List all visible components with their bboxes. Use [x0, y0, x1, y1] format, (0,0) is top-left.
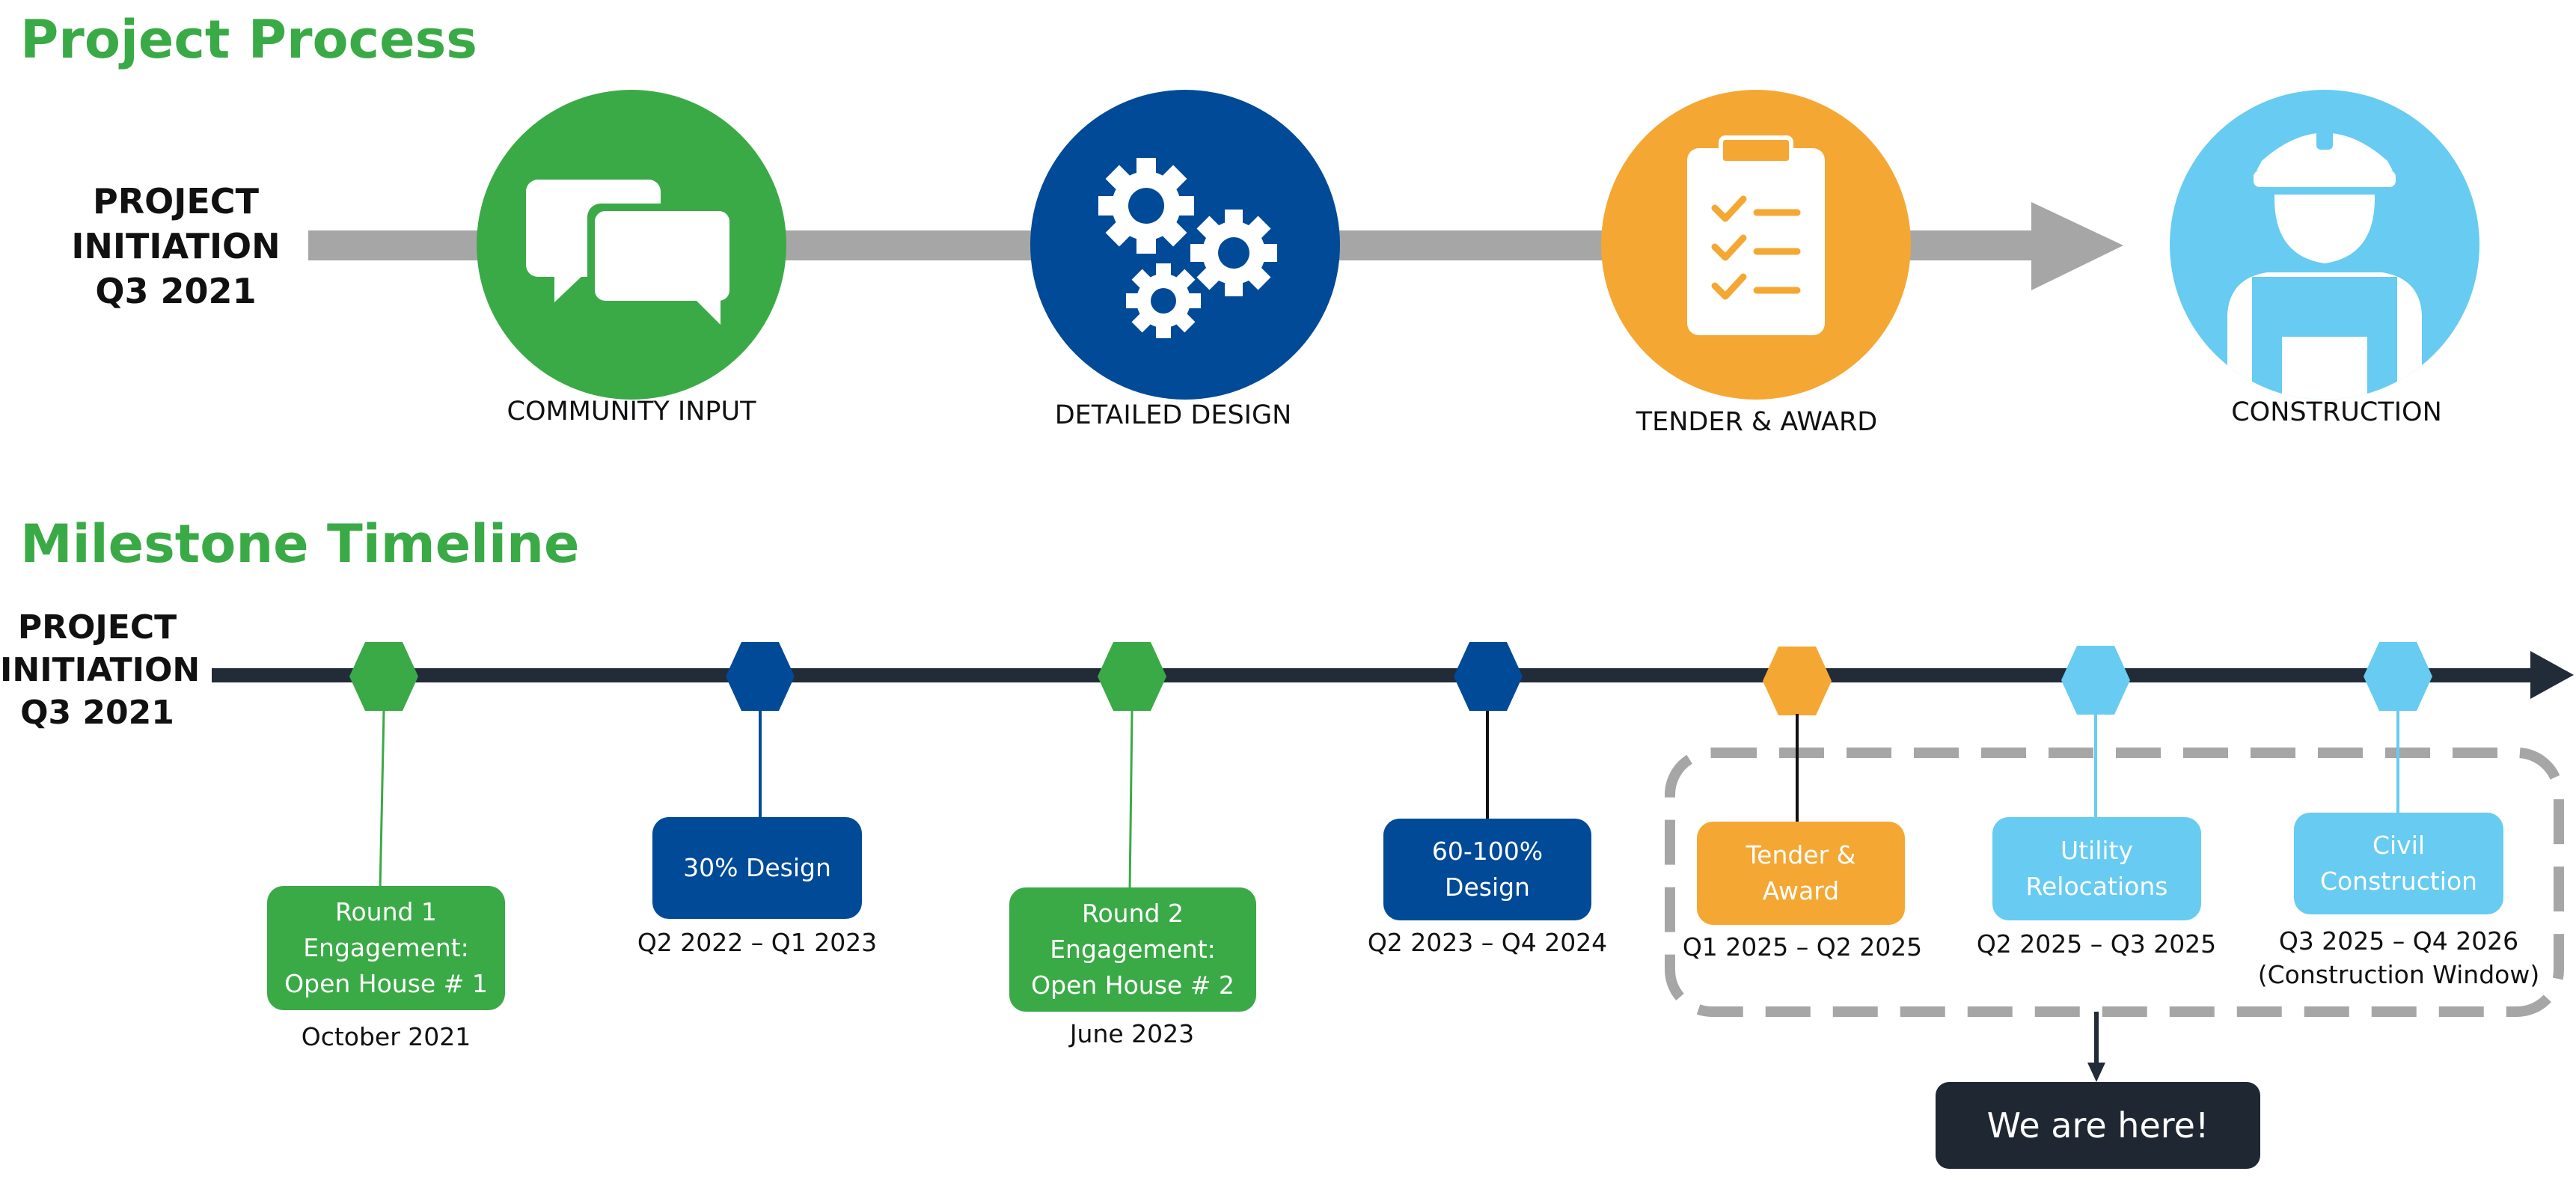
we-are-here-badge: We are here!	[1936, 1082, 2260, 1169]
milestone-date-line: Q1 2025 – Q2 2025	[1682, 932, 1923, 962]
initiation-line: Q3 2021	[20, 694, 174, 733]
step-community-input	[477, 90, 786, 400]
timeline-title: Milestone Timeline	[20, 513, 580, 575]
milestone-box: 60-100% Design	[1383, 819, 1591, 920]
initiation-line: PROJECT	[93, 181, 259, 221]
milestone-box: Tender & Award	[1697, 822, 1905, 925]
process-title: Project Process	[20, 9, 477, 70]
milestone-date-line: June 2023	[1069, 1019, 1195, 1048]
process-initiation-label: PROJECT INITIATION Q3 2021	[67, 180, 284, 314]
milestone-date: Q3 2025 – Q4 2026 (Construction Window)	[2227, 925, 2571, 991]
milestone-line: 30% Design	[683, 853, 831, 883]
step-label: COMMUNITY INPUT	[507, 397, 756, 427]
milestone-line: Open House # 1	[284, 968, 488, 998]
milestone-connector	[1796, 714, 1799, 822]
step-label: CONSTRUCTION	[2231, 397, 2442, 427]
milestone-date: Q1 2025 – Q2 2025	[1630, 931, 1974, 965]
milestone-date: Q2 2025 – Q3 2025	[1924, 928, 2268, 962]
step-label: TENDER & AWARD	[1636, 407, 1878, 437]
milestone-line: Tender &	[1746, 840, 1856, 870]
milestone-connector	[2396, 711, 2399, 814]
milestone-hexagon	[1763, 647, 1832, 715]
milestone-connector	[1486, 711, 1489, 819]
construction-worker-icon	[2227, 112, 2422, 400]
step-detailed-design	[1030, 90, 1340, 400]
milestone-line: Civil	[2372, 831, 2426, 861]
milestone-line: Utility	[2060, 836, 2134, 866]
milestone-hexagon	[349, 642, 418, 711]
milestone-box: Round 1 Engagement: Open House # 1	[267, 886, 505, 1010]
milestone-hexagon	[1454, 642, 1523, 711]
initiation-line: INITIATION	[0, 651, 201, 690]
milestone-date-line: October 2021	[301, 1022, 471, 1051]
clipboard-checklist-icon	[1687, 135, 1825, 335]
milestone-hexagon	[726, 642, 795, 711]
step-tender-award	[1601, 90, 1911, 400]
milestone-box: 30% Design	[652, 817, 862, 919]
milestone-date: October 2021	[214, 1021, 558, 1054]
milestone-line: Relocations	[2025, 872, 2168, 901]
milestone-date: Q2 2023 – Q4 2024	[1315, 926, 1659, 960]
initiation-line: PROJECT	[17, 608, 177, 647]
chat-bubbles-icon	[526, 180, 737, 325]
milestone-date-line: Q3 2025 – Q4 2026	[2278, 926, 2519, 956]
initiation-line: Q3 2021	[95, 270, 257, 311]
milestone-date-line: (Construction Window)	[2257, 959, 2540, 989]
step-label: DETAILED DESIGN	[1054, 400, 1292, 430]
milestone-line: Award	[1762, 876, 1840, 905]
milestone-connector	[1128, 711, 1133, 890]
milestone-line: Open House # 2	[1031, 970, 1235, 1000]
milestone-connector	[759, 711, 762, 817]
step-construction	[2170, 90, 2479, 400]
milestone-connector	[379, 711, 385, 890]
milestone-date: Q2 2022 – Q1 2023	[585, 926, 929, 960]
milestone-date-line: Q2 2022 – Q1 2023	[637, 928, 878, 957]
milestone-line: Round 2	[1082, 899, 1184, 929]
milestone-box: Civil Construction	[2294, 813, 2503, 914]
gears-icon	[1098, 158, 1277, 338]
milestone-line: Construction	[2319, 867, 2478, 896]
initiation-line: INITIATION	[71, 225, 281, 266]
milestone-date: June 2023	[960, 1018, 1304, 1051]
milestone-line: 60-100%	[1431, 837, 1544, 867]
milestone-line: Design	[1445, 872, 1530, 902]
milestone-line: Engagement:	[303, 933, 469, 963]
milestone-hexagon	[2364, 642, 2432, 711]
milestone-line: Engagement:	[1050, 935, 1216, 965]
milestone-date-line: Q2 2025 – Q3 2025	[1976, 929, 2217, 959]
milestone-hexagon	[1098, 642, 1166, 711]
timeline-initiation-label: PROJECT INITIATION Q3 2021	[0, 606, 201, 735]
milestone-hexagon	[2061, 646, 2130, 715]
milestone-line: Round 1	[335, 897, 437, 927]
milestone-date-line: Q2 2023 – Q4 2024	[1367, 928, 1608, 957]
milestone-box: Round 2 Engagement: Open House # 2	[1009, 887, 1256, 1012]
milestone-connector	[2094, 714, 2097, 817]
milestone-box: Utility Relocations	[1992, 817, 2201, 920]
